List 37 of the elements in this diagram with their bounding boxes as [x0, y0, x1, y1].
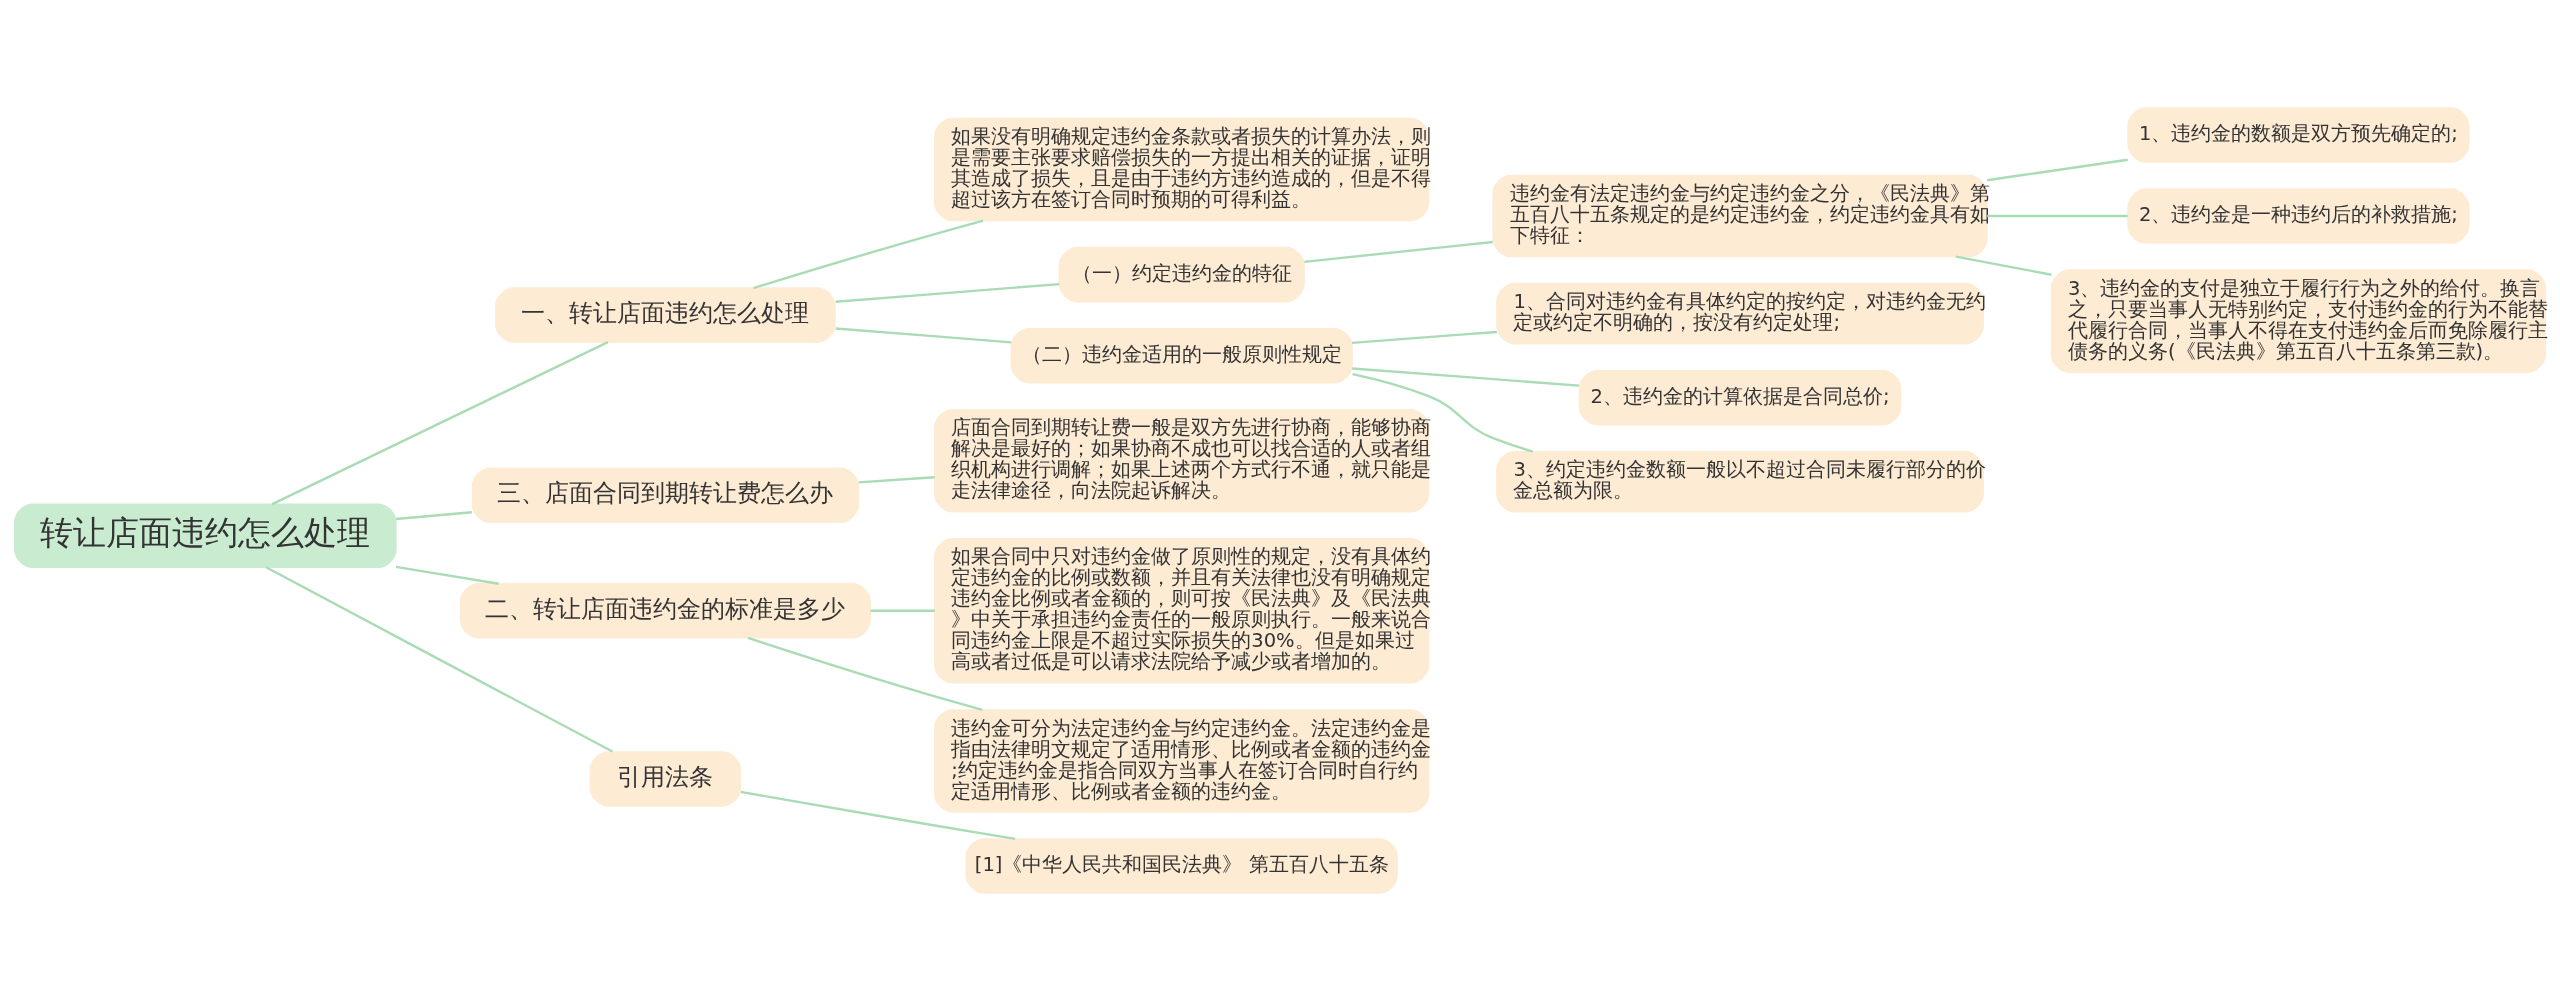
connector — [835, 326, 1012, 344]
node-box: （二）违约金适用的一般原则性规定 — [1010, 327, 1353, 383]
node-box: 1、违约金的数额是双方预先确定的; — [2127, 106, 2470, 163]
connector — [395, 510, 472, 520]
node-box: 1、合同对违约金有具体约定的按约定，对违约金无约定或约定不明确的，按没有约定处理; — [1496, 282, 1984, 344]
connector — [753, 219, 984, 289]
connector — [858, 475, 935, 484]
connector — [747, 636, 983, 711]
node-box: 2、违约金的计算依据是合同总价; — [1578, 369, 1902, 425]
connector — [395, 565, 500, 585]
connector — [1352, 366, 1580, 387]
connector — [835, 282, 1060, 303]
node-box: 转让店面违约怎么处理 — [13, 503, 397, 568]
node-box: 如果没有明确规定违约金条款或者损失的计算办法，则是需要主张要求赔偿损失的一方提出相关的证据，证明其造成了损失，且是由于违约方违约造成的，但是不得超过该方在签订合同时预期的可得利益。 — [934, 117, 1430, 221]
node-box: 3、违约金的支付是独立于履行行为之外的给付。换言之，只要当事人无特别约定，支付违约金的行为不能替代履行合同，当事人不得在支付违约金后而免除履行主债务的义务(《民法典》第五百八十五条第三款)。 — [2050, 268, 2547, 373]
connector — [870, 609, 935, 612]
connector — [1955, 254, 2052, 276]
node-box: 三、店面合同到期转让费怎么办 — [471, 467, 859, 523]
connector — [271, 340, 609, 505]
connector — [265, 565, 613, 753]
node-box: 如果合同中只对违约金做了原则性的规定，没有具体约定违约金的比例或数额，并且有关法律也没有明确规定违约金比例或者金额的，则可按《民法典》及《民法典》中关于承担违约金责任的一般原则执行。一般来说合同违约金上限是不超过实际损失的30%。但是如果过高或者过低是可以请求法院给予减少或者增加的。 — [934, 537, 1430, 684]
node-box: 2、违约金是一种违约后的补救措施; — [2127, 187, 2470, 244]
node-box: 店面合同到期转让费一般是双方先进行协商，能够协商解决是最好的；如果协商不成也可以找合适的人或者组织机构进行调解；如果上述两个方式行不通，就只能是走法律途径，向法院起诉解决。 — [934, 408, 1430, 512]
connector — [1987, 214, 2128, 217]
node-box: 违约金有法定违约金与约定违约金之分，《民法典》第五百八十五条规定的是约定违约金，约定违约金具有如下特征： — [1492, 174, 1988, 257]
connector — [740, 790, 1016, 840]
node-box: [1]《中华人民共和国民法典》 第五百八十五条 — [965, 837, 1398, 894]
connector — [1352, 330, 1497, 344]
connector — [1986, 158, 2128, 181]
node-box: 一、转让店面违约怎么处理 — [495, 286, 836, 343]
node-box: 违约金可分为法定违约金与约定违约金。法定违约金是指由法律明文规定了适用情形、比例或者金额的违约金;约定违约金是指合同双方当事人在签订合同时自行约定适用情形、比例或者金额的违约金。 — [934, 708, 1430, 813]
node-box: 引用法条 — [589, 750, 742, 807]
connector — [1304, 240, 1493, 263]
node-box: （一）约定违约金的特征 — [1058, 246, 1305, 302]
node-box: 3、约定违约金数额一般以不超过合同未履行部分的价金总额为限。 — [1496, 450, 1984, 512]
node-box: 二、转让店面违约金的标准是多少 — [459, 582, 871, 639]
connector — [1352, 372, 1533, 453]
